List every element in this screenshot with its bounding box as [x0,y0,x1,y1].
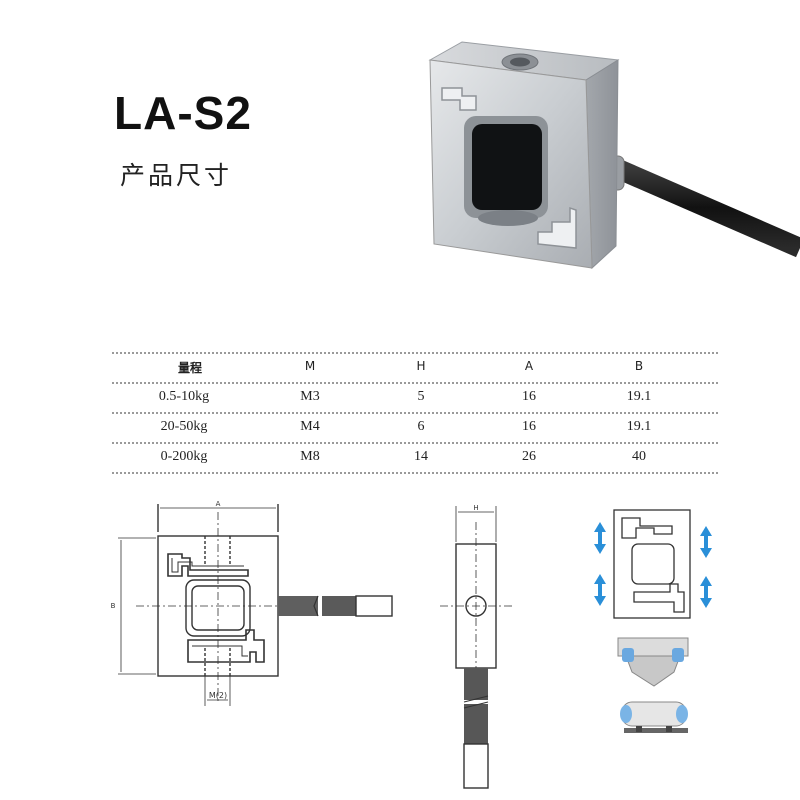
product-dimensions-subtitle: 产品尺寸 [120,161,233,190]
column-header: M [304,359,316,373]
spec-table: 量程 M H A B 0.5-10kg M3 5 16 19.1 20-50kg… [112,352,718,474]
column-header: H [416,359,426,373]
dimension-label-m: M(2) [209,691,227,700]
table-header-row: 量程 M H A B [112,352,718,382]
table-cell: M8 [300,449,320,464]
table-cell: 5 [417,389,425,404]
table-cell: M4 [300,419,320,434]
table-cell: 14 [414,449,428,464]
table-row: 0-200kg M8 14 26 40 [112,442,718,474]
side-view-drawing: H [440,504,512,789]
dimension-label-a: A [216,500,221,508]
table-cell: 16 [522,389,536,404]
table-cell: 0-200kg [160,449,208,464]
dimension-label-h: H [473,504,478,512]
load-cell-photo [428,41,800,270]
table-cell: 6 [417,419,425,434]
table-cell: M3 [300,389,320,404]
front-view-drawing: A B M(2) [111,500,393,706]
table-row: 20-50kg M4 6 16 19.1 [112,412,718,442]
column-header: 量程 [177,361,203,375]
column-header: B [634,359,644,373]
load-direction-drawing [594,509,712,733]
table-cell: 19.1 [626,419,652,434]
table-row: 0.5-10kg M3 5 16 19.1 [112,382,718,412]
table-cell: 40 [632,449,646,464]
table-cell: 20-50kg [160,419,208,434]
column-header: A [524,359,534,373]
table-cell: 0.5-10kg [158,389,210,404]
table-cell: 16 [522,419,536,434]
product-model-title: LA-S2 [114,87,252,139]
table-cell: 26 [522,449,536,464]
bidirectional-arrow-icon [594,522,712,608]
table-cell: 19.1 [626,389,652,404]
dimension-label-b: B [111,602,116,610]
